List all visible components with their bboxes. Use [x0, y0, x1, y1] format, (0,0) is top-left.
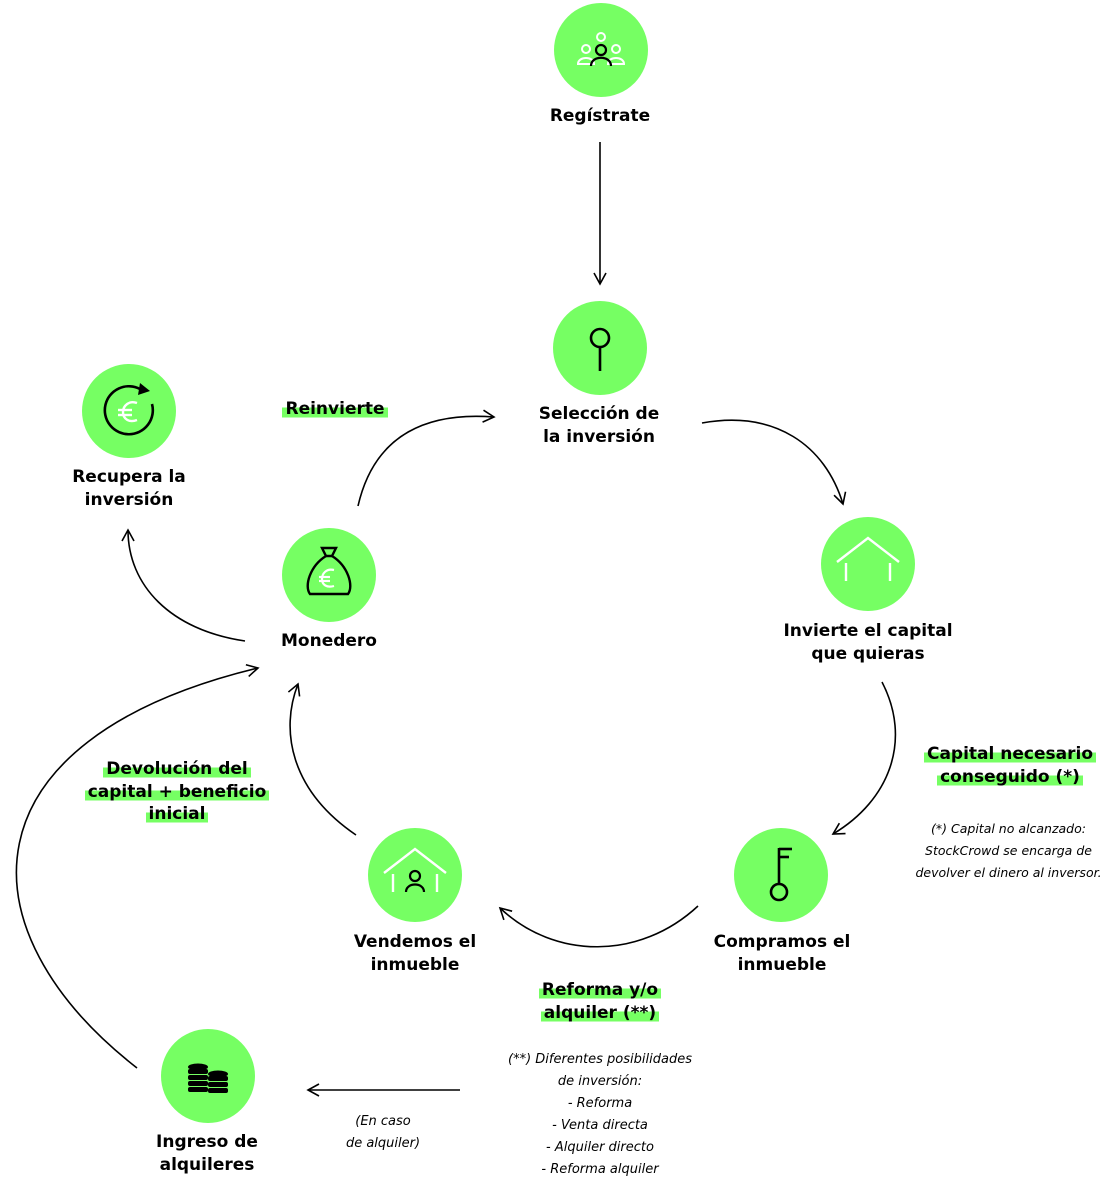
- euro-refresh-icon: [103, 383, 155, 436]
- seleccion-node: [553, 301, 647, 395]
- capital-necesario-label: Capital necesario conseguido (*): [900, 743, 1119, 788]
- monedero-label: Monedero: [281, 631, 377, 651]
- recupera-node: [82, 364, 176, 458]
- reinvierte-label: Reinvierte: [255, 398, 415, 421]
- capital-note: (*) Capital no alcanzado: StockCrowd se …: [915, 821, 1102, 880]
- house-person-icon: [383, 847, 447, 893]
- key-icon: [769, 847, 792, 902]
- house-outline-icon: [836, 536, 900, 581]
- ingreso-label: Ingreso de alquileres: [156, 1132, 258, 1175]
- registrate-node: [554, 3, 648, 97]
- ingreso-node: [161, 1029, 255, 1123]
- arrow-monedero-to-seleccion: [357, 409, 496, 507]
- coin-stack-icon: [188, 1063, 228, 1093]
- arrow-monedero-to-recupera: [121, 528, 246, 642]
- compramos-node: [734, 828, 828, 922]
- arrow-invierte-to-compramos: [831, 681, 897, 835]
- compramos-label: Compramos el inmueble: [713, 932, 851, 975]
- registrate-label: Regístrate: [549, 106, 651, 126]
- arrow-seleccion-to-invierte: [701, 419, 847, 506]
- users-group-icon: [576, 32, 626, 67]
- invierte-node: [821, 517, 915, 611]
- invierte-label: Invierte el capital que quieras: [783, 621, 953, 664]
- arrow-ingreso-to-monedero: [15, 663, 260, 1069]
- vendemos-node: [368, 828, 462, 922]
- magnifier-icon: [589, 327, 611, 371]
- recupera-label: Recupera la inversión: [72, 467, 186, 510]
- arrow-compramos-to-vendemos: [498, 905, 699, 948]
- monedero-node: [282, 528, 376, 622]
- seleccion-label: Selección de la inversión: [538, 404, 660, 447]
- reforma-label: Reforma y/o alquiler (**): [500, 979, 700, 1024]
- alquiler-note: (En caso de alquiler): [345, 1114, 421, 1151]
- arrow-vendemos-to-monedero: [287, 682, 357, 836]
- vendemos-label: Vendemos el inmueble: [353, 932, 477, 975]
- reforma-note: (**) Diferentes posibilidades de inversi…: [508, 1052, 692, 1177]
- devolucion-label: Devolución del capital + beneficio inici…: [67, 758, 287, 826]
- money-bag-euro-icon: [306, 546, 352, 596]
